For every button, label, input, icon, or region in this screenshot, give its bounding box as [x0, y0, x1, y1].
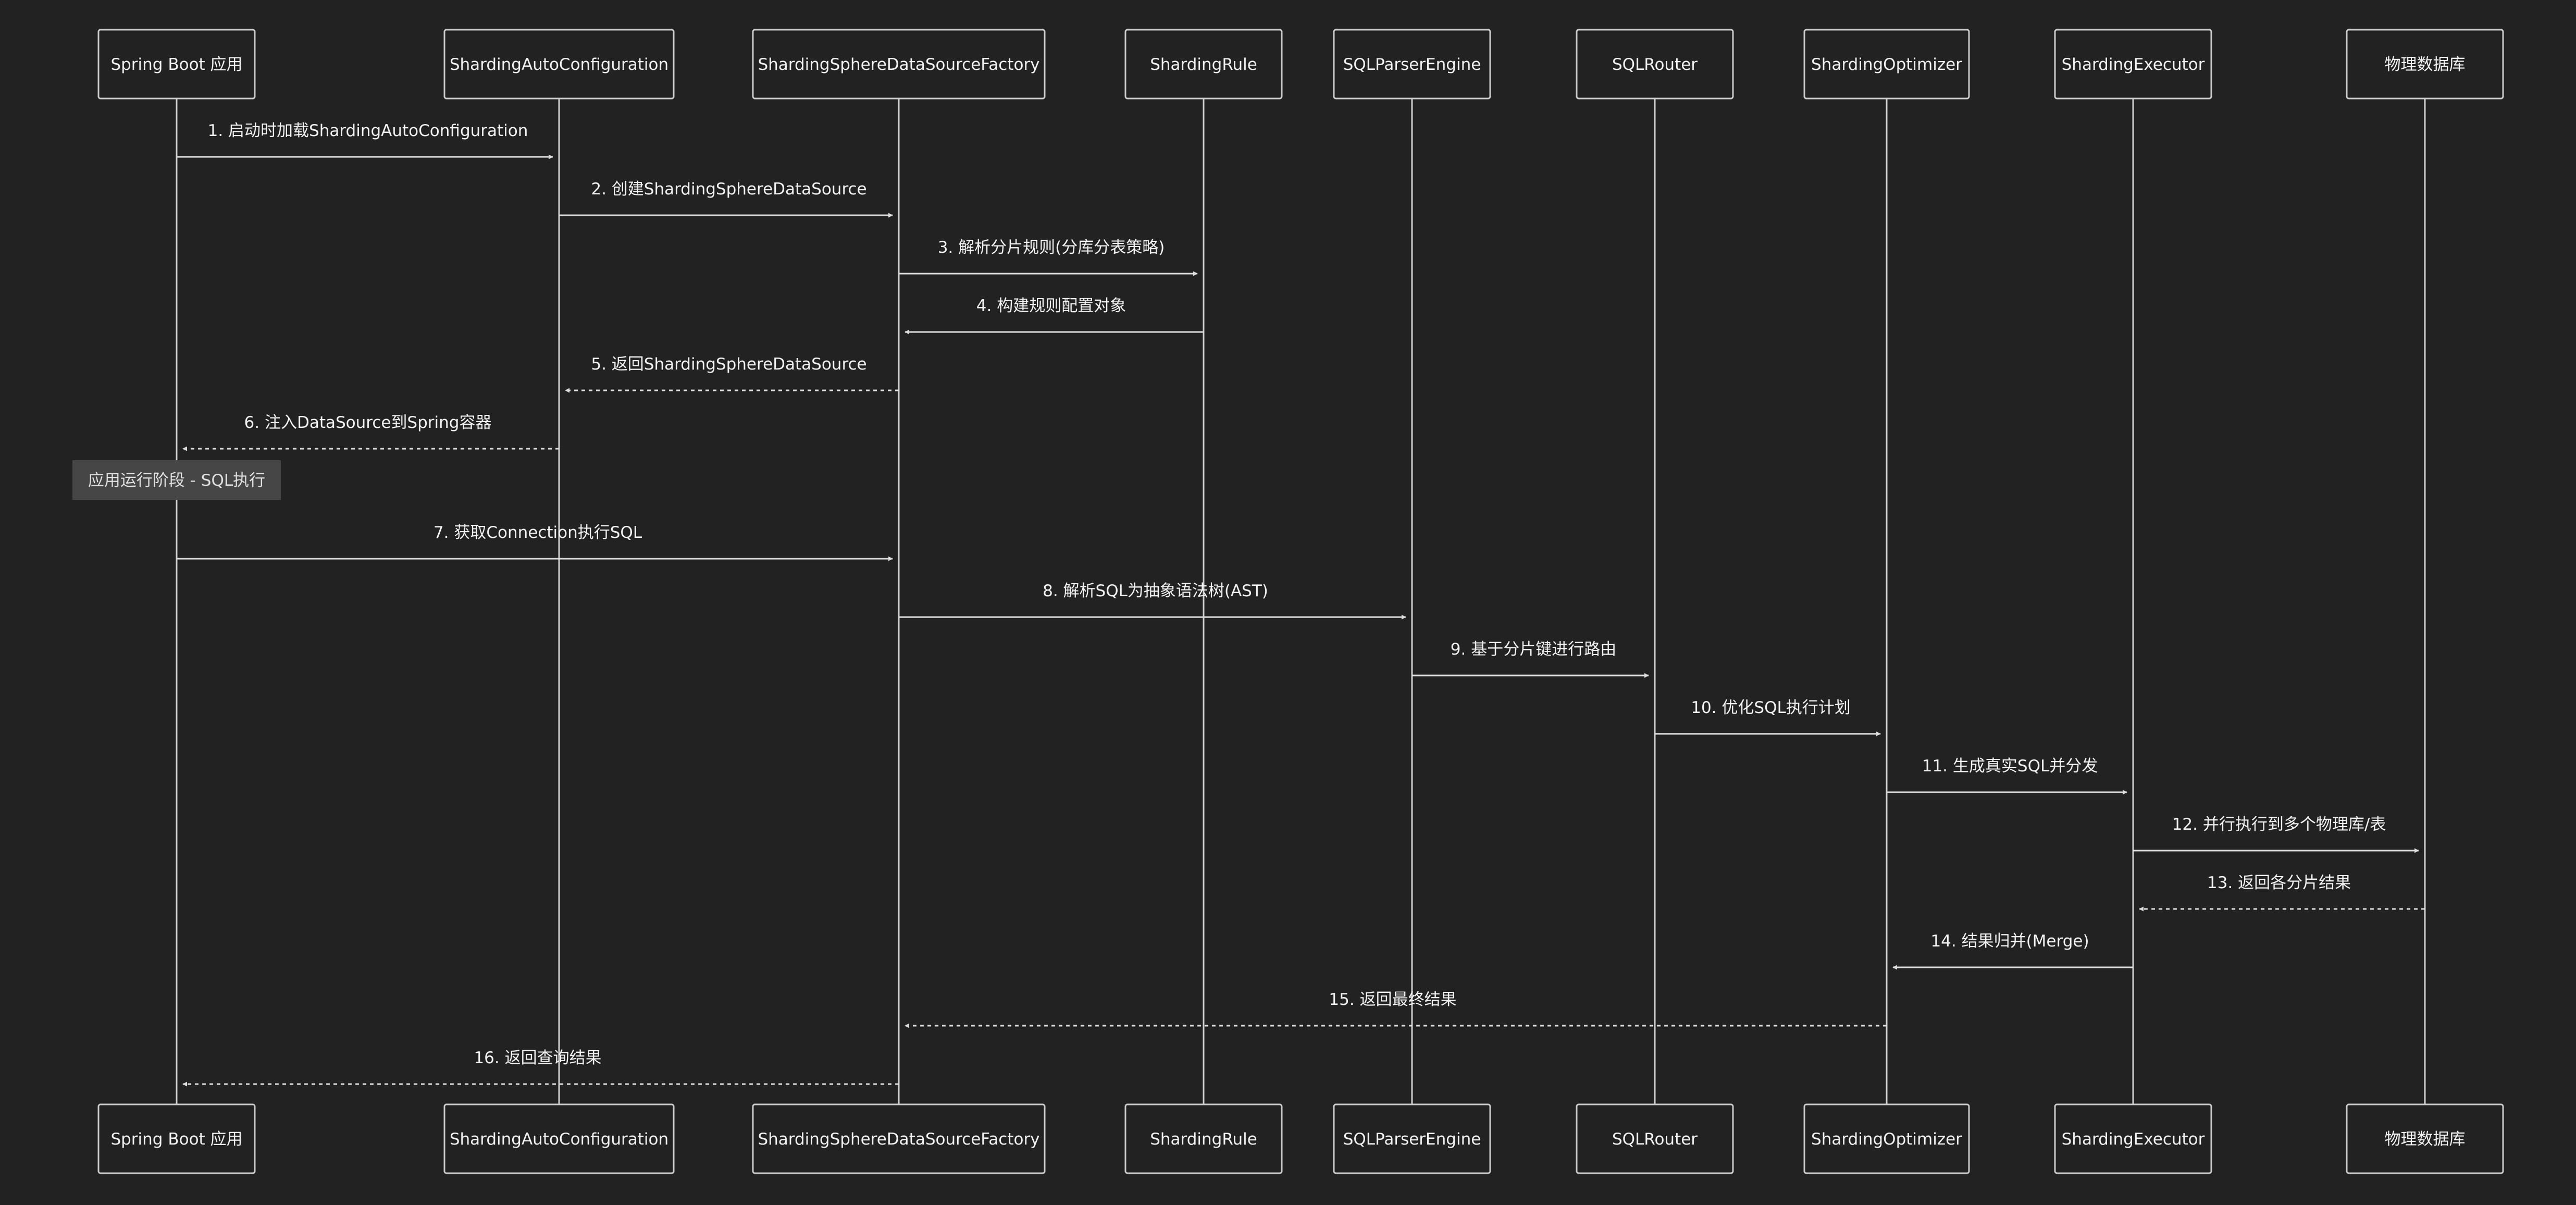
actor-rule-top: ShardingRule: [1124, 29, 1283, 100]
message-label: 6. 注入DataSource到Spring容器: [244, 413, 492, 432]
actor-box: [1124, 1103, 1283, 1174]
actor-box: [97, 29, 256, 100]
message-label: 12. 并行执行到多个物理库/表: [2172, 815, 2386, 834]
actor-rule-bottom: ShardingRule: [1124, 1103, 1283, 1174]
actor-label: ShardingAutoConfiguration: [450, 55, 668, 74]
actor-box: [1803, 29, 1970, 100]
message-16: 16. 返回查询结果: [182, 1049, 899, 1087]
actor-executor-bottom: ShardingExecutor: [2054, 1103, 2212, 1174]
message-10: 10. 优化SQL执行计划: [1655, 698, 1881, 736]
actor-db-bottom: 物理数据库: [2346, 1103, 2504, 1174]
actor-label: ShardingRule: [1150, 55, 1257, 74]
actor-label: Spring Boot 应用: [110, 55, 242, 74]
actor-optimizer-bottom: ShardingOptimizer: [1803, 1103, 1970, 1174]
message-6: 6. 注入DataSource到Spring容器: [182, 413, 559, 451]
actor-autoconf-top: ShardingAutoConfiguration: [443, 29, 675, 100]
actor-box: [443, 29, 675, 100]
actor-box: [752, 1103, 1046, 1174]
actor-box: [97, 1103, 256, 1174]
actor-box: [1803, 1103, 1970, 1174]
actor-label: ShardingSphereDataSourceFactory: [758, 1130, 1039, 1149]
actor-factory-bottom: ShardingSphereDataSourceFactory: [752, 1103, 1046, 1174]
actor-box: [1333, 1103, 1491, 1174]
note-label: 应用运行阶段 - SQL执行: [88, 471, 265, 490]
actor-label: SQLParserEngine: [1343, 55, 1481, 74]
actor-app-bottom: Spring Boot 应用: [97, 1103, 256, 1174]
message-label: 5. 返回ShardingSphereDataSource: [591, 355, 866, 374]
message-12: 12. 并行执行到多个物理库/表: [2133, 815, 2419, 853]
message-2: 2. 创建ShardingSphereDataSource: [559, 180, 893, 218]
actor-box: [1333, 29, 1491, 100]
actor-box: [1576, 29, 1734, 100]
message-label: 14. 结果归并(Merge): [1930, 932, 2089, 951]
message-label: 4. 构建规则配置对象: [976, 297, 1126, 315]
message-4: 4. 构建规则配置对象: [905, 297, 1204, 335]
message-15: 15. 返回最终结果: [905, 990, 1887, 1028]
message-label: 9. 基于分片键进行路由: [1451, 640, 1616, 659]
actor-label: ShardingOptimizer: [1811, 55, 1962, 74]
message-label: 13. 返回各分片结果: [2207, 874, 2351, 892]
actor-label: 物理数据库: [2385, 1130, 2466, 1149]
actor-label: ShardingAutoConfiguration: [450, 1130, 668, 1149]
message-7: 7. 获取Connection执行SQL: [177, 523, 893, 561]
actor-parser-bottom: SQLParserEngine: [1333, 1103, 1491, 1174]
actor-optimizer-top: ShardingOptimizer: [1803, 29, 1970, 100]
actor-box: [1124, 29, 1283, 100]
actor-db-top: 物理数据库: [2346, 29, 2504, 100]
message-label: 8. 解析SQL为抽象语法树(AST): [1043, 582, 1268, 600]
actor-executor-top: ShardingExecutor: [2054, 29, 2212, 100]
message-8: 8. 解析SQL为抽象语法树(AST): [899, 582, 1406, 620]
actor-label: ShardingOptimizer: [1811, 1130, 1962, 1149]
actor-label: ShardingExecutor: [2062, 1130, 2205, 1149]
message-1: 1. 启动时加载ShardingAutoConfiguration: [177, 121, 553, 159]
actor-app-top: Spring Boot 应用: [97, 29, 256, 100]
message-label: 3. 解析分片规则(分库分表策略): [938, 238, 1165, 257]
message-label: 10. 优化SQL执行计划: [1691, 698, 1851, 717]
actor-parser-top: SQLParserEngine: [1333, 29, 1491, 100]
phase-note: 应用运行阶段 - SQL执行: [72, 460, 281, 500]
actor-box: [1576, 1103, 1734, 1174]
message-13: 13. 返回各分片结果: [2139, 874, 2425, 912]
actor-factory-top: ShardingSphereDataSourceFactory: [752, 29, 1046, 100]
message-5: 5. 返回ShardingSphereDataSource: [565, 355, 899, 393]
actor-label: ShardingExecutor: [2062, 55, 2205, 74]
actor-box: [752, 29, 1046, 100]
actor-router-top: SQLRouter: [1576, 29, 1734, 100]
actor-box: [2346, 29, 2504, 100]
actor-label: ShardingRule: [1150, 1130, 1257, 1149]
message-label: 7. 获取Connection执行SQL: [434, 523, 642, 542]
actor-autoconf-bottom: ShardingAutoConfiguration: [443, 1103, 675, 1174]
actor-box: [2054, 1103, 2212, 1174]
actor-box: [2054, 29, 2212, 100]
actor-label: 物理数据库: [2385, 55, 2466, 74]
message-label: 1. 启动时加载ShardingAutoConfiguration: [208, 121, 528, 140]
message-9: 9. 基于分片键进行路由: [1412, 640, 1649, 678]
actor-label: ShardingSphereDataSourceFactory: [758, 55, 1039, 74]
message-11: 11. 生成真实SQL并分发: [1887, 757, 2127, 795]
actor-label: Spring Boot 应用: [110, 1130, 242, 1149]
message-label: 2. 创建ShardingSphereDataSource: [591, 180, 866, 199]
actor-label: SQLParserEngine: [1343, 1130, 1481, 1149]
message-14: 14. 结果归并(Merge): [1892, 932, 2133, 970]
message-label: 11. 生成真实SQL并分发: [1922, 757, 2098, 776]
actor-label: SQLRouter: [1612, 55, 1698, 74]
message-label: 15. 返回最终结果: [1329, 990, 1456, 1009]
actor-box: [2346, 1103, 2504, 1174]
actor-router-bottom: SQLRouter: [1576, 1103, 1734, 1174]
message-3: 3. 解析分片规则(分库分表策略): [899, 238, 1198, 276]
note-box: [72, 460, 281, 500]
actor-label: SQLRouter: [1612, 1130, 1698, 1149]
message-label: 16. 返回查询结果: [474, 1049, 601, 1067]
actor-box: [443, 1103, 675, 1174]
